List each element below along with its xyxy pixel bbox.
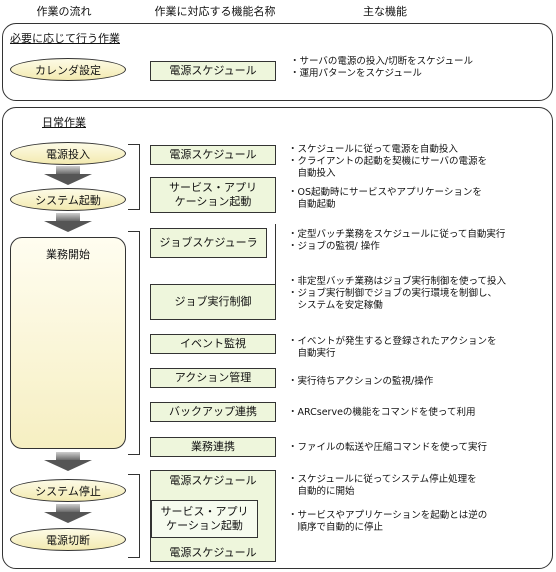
desc-line: ・イベントが発生すると登録されたアクションを bbox=[288, 336, 497, 347]
flow-arrow-3 bbox=[56, 452, 80, 460]
desc-line: 自動実行 bbox=[288, 348, 336, 359]
task-business-start-label: 業務開始 bbox=[46, 248, 90, 261]
flow-arrow-4 bbox=[56, 504, 80, 512]
section-title-daily: 日常作業 bbox=[42, 116, 86, 129]
function-service-app-start-1: サービス・アプリ ケーション起動 bbox=[150, 177, 276, 213]
bracket-startup bbox=[128, 144, 140, 210]
desc-power-schedule: ・スケジュールに従って電源を自動投入 ・クライアントの起動を契機にサーバの電源を… bbox=[288, 144, 487, 180]
task-system-start: システム起動 bbox=[10, 188, 126, 211]
flow-arrow-head-4 bbox=[44, 512, 92, 523]
desc-business-link: ・ファイルの転送や圧縮コマンドを使って実行 bbox=[288, 442, 487, 454]
flow-arrow-head-1 bbox=[44, 174, 92, 185]
desc-action-mgmt: ・実行待ちアクションの監視/操作 bbox=[288, 376, 433, 388]
desc-system-stop: ・スケジュールに従ってシステム停止処理を 自動的に開始 bbox=[288, 474, 477, 498]
desc-event-monitor: ・イベントが発生すると登録されたアクションを 自動実行 bbox=[288, 336, 497, 360]
header-main-function: 主な機能 bbox=[363, 5, 407, 18]
desc-line: ・実行待ちアクションの監視/操作 bbox=[288, 376, 434, 387]
desc-backup-link: ・ARCserveの機能をコマンドを使って利用 bbox=[288, 407, 475, 419]
connector-scheduler-exec bbox=[267, 224, 276, 286]
desc-line: ・ファイルの転送や圧縮コマンドを使って実行 bbox=[288, 442, 488, 453]
desc-line: 自動的に開始 bbox=[288, 486, 355, 497]
function-power-schedule-2: 電源スケジュール bbox=[169, 474, 257, 487]
header-function-name: 作業に対応する機能名称 bbox=[154, 5, 276, 18]
flow-arrow-head-2 bbox=[44, 221, 92, 232]
task-system-stop: システム停止 bbox=[10, 479, 126, 502]
desc-job-exec-control: ・非定型バッチ業務はジョブ実行制御を使って投入 ・ジョブ実行制御でジョブの実行環… bbox=[288, 276, 506, 312]
function-action-mgmt: アクション管理 bbox=[150, 368, 276, 388]
desc-line: ・非定型バッチ業務はジョブ実行制御を使って投入 bbox=[288, 276, 507, 287]
desc-calendar: ・サーバの電源の投入/切断をスケジュール ・運用パターンをスケジュール bbox=[290, 56, 473, 80]
function-power-schedule-3: 電源スケジュール bbox=[169, 546, 257, 559]
function-event-monitor: イベント監視 bbox=[150, 334, 276, 354]
bracket-business bbox=[128, 231, 140, 455]
header-flow: 作業の流れ bbox=[36, 5, 92, 18]
function-backup-link: バックアップ連携 bbox=[150, 402, 276, 422]
function-power-schedule-1: 電源スケジュール bbox=[150, 145, 276, 165]
section-title-as-needed: 必要に応じて行う作業 bbox=[10, 32, 120, 45]
desc-line: ・クライアントの起動を契機にサーバの電源を bbox=[288, 156, 488, 167]
bracket-shutdown bbox=[128, 474, 140, 558]
desc-line: ・運用パターンをスケジュール bbox=[290, 68, 422, 79]
desc-line: ・サーバの電源の投入/切断をスケジュール bbox=[290, 56, 473, 67]
function-job-scheduler: ジョブスケジューラ bbox=[150, 228, 267, 258]
desc-line: ・スケジュールに従って電源を自動投入 bbox=[288, 144, 458, 155]
desc-line: ・OS起動時にサービスやアプリケーションを bbox=[288, 187, 482, 198]
task-power-off: 電源切断 bbox=[10, 528, 126, 551]
function-power-schedule-cal: 電源スケジュール bbox=[150, 61, 276, 81]
flow-arrow-1 bbox=[56, 166, 80, 174]
desc-line: ・定型バッチ業務をスケジュールに従って自動実行 bbox=[288, 229, 506, 240]
desc-reverse-stop: ・サービスやアプリケーションを起動とは逆の 順序で自動的に停止 bbox=[288, 510, 487, 534]
desc-line: ・サービスやアプリケーションを起動とは逆の bbox=[288, 510, 488, 521]
desc-line: 順序で自動的に停止 bbox=[288, 522, 384, 533]
desc-line: ・ジョブの監視/ 操作 bbox=[288, 241, 380, 252]
desc-job-scheduler: ・定型バッチ業務をスケジュールに従って自動実行 ・ジョブの監視/ 操作 bbox=[288, 229, 505, 253]
desc-line: システムを安定稼働 bbox=[288, 300, 383, 311]
task-calendar-setting: カレンダ設定 bbox=[10, 58, 126, 81]
desc-line: ・スケジュールに従ってシステム停止処理を bbox=[288, 474, 477, 485]
desc-line: ・ジョブ実行制御でジョブの実行環境を制御し、 bbox=[288, 288, 498, 299]
task-business-start: 業務開始 bbox=[10, 237, 126, 449]
function-service-app-start-2: サービス・アプリ ケーション起動 bbox=[151, 500, 258, 538]
desc-line: ・ARCserveの機能をコマンドを使って利用 bbox=[288, 407, 476, 418]
function-job-exec-control: ジョブ実行制御 bbox=[150, 284, 276, 320]
function-business-link: 業務連携 bbox=[150, 437, 276, 457]
desc-line: 自動投入 bbox=[288, 168, 336, 179]
task-power-on: 電源投入 bbox=[10, 142, 126, 165]
flow-arrow-head-3 bbox=[44, 460, 92, 471]
flow-arrow-2 bbox=[56, 213, 80, 221]
desc-service-app-start: ・OS起動時にサービスやアプリケーションを 自動起動 bbox=[288, 187, 482, 211]
desc-line: 自動起動 bbox=[288, 199, 336, 210]
